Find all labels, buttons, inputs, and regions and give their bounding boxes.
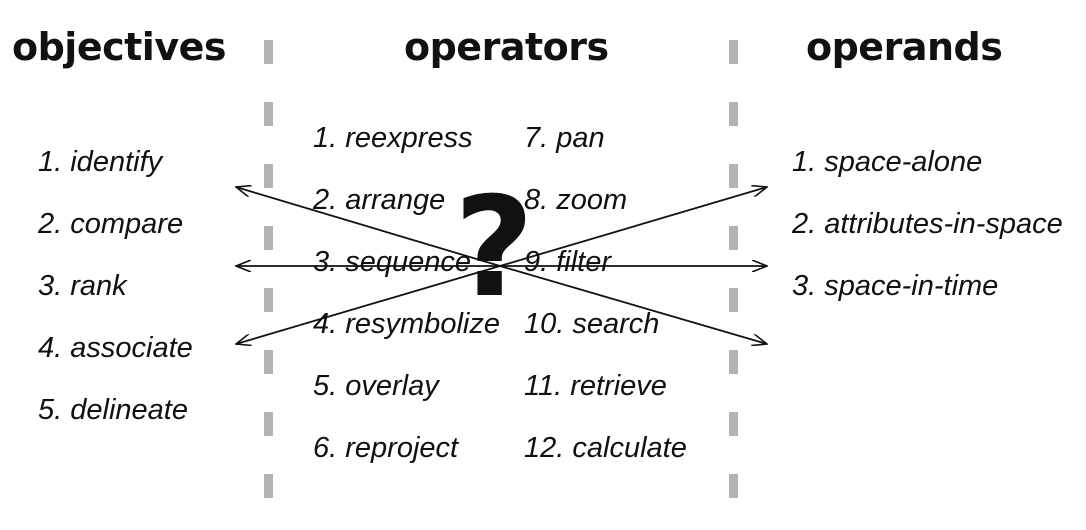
arrow-right-to-left-bottom [236,265,501,344]
objective-item-delineate: 5. delineate [38,394,188,426]
operator-item-zoom: 8. zoom [524,184,628,216]
arrow-center-to-right-top [499,187,767,267]
objective-item-rank: 3. rank [38,270,127,302]
operator-item-reexpress: 1. reexpress [313,122,473,154]
operator-item-search: 10. search [524,308,660,340]
operand-item-space-alone: 1. space-alone [792,146,983,178]
operator-item-overlay: 5. overlay [313,370,439,402]
operand-item-attributes-in-space: 2. attributes-in-space [792,208,1063,240]
left-dashed-divider [264,40,273,530]
question-mark-symbol: ? [454,167,535,328]
operator-item-calculate: 12. calculate [524,432,687,464]
objective-item-associate: 4. associate [38,332,193,364]
operator-item-resymbolize: 4. resymbolize [313,308,500,340]
arrow-right-to-left-top [236,187,501,267]
operator-item-sequence: 3. sequence [313,246,472,278]
operator-item-arrange: 2. arrange [313,184,446,216]
objective-item-compare: 2. compare [38,208,184,240]
objective-item-identify: 1. identify [38,146,163,178]
operands-heading: operands [806,25,1003,69]
operator-item-retrieve: 11. retrieve [524,370,667,402]
operators-heading: operators [404,25,609,69]
objectives-heading: objectives [12,25,226,69]
operator-item-reproject: 6. reproject [313,432,459,464]
arrow-center-to-right-bottom [499,265,767,344]
right-dashed-divider [729,40,738,530]
operand-item-space-in-time: 3. space-in-time [792,270,999,302]
operator-item-pan: 7. pan [524,122,605,154]
operator-item-filter: 9. filter [524,246,612,278]
